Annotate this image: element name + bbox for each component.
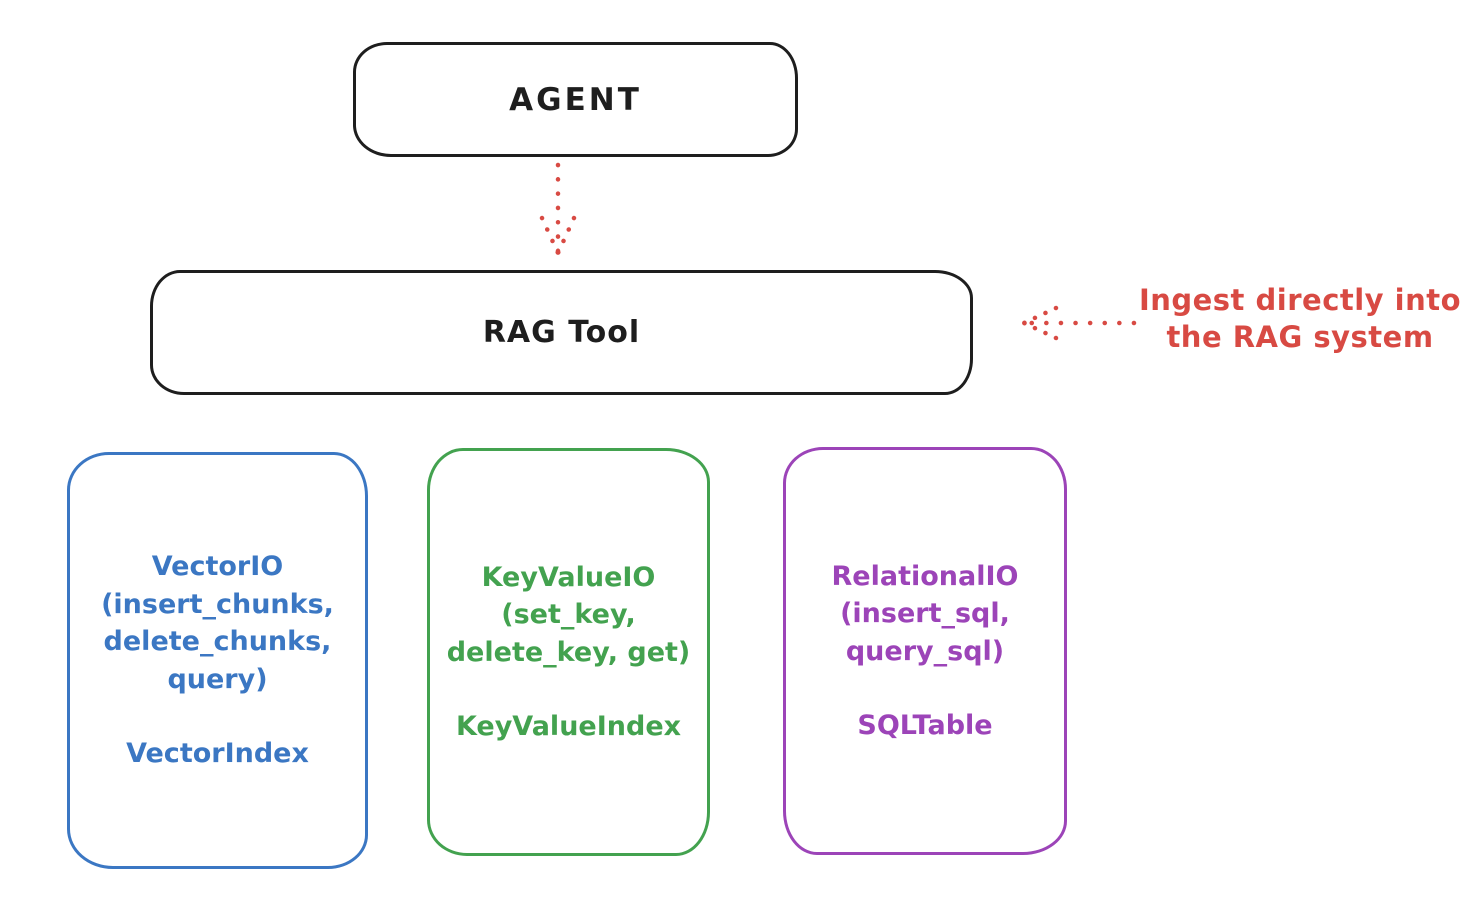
agent-node: AGENT bbox=[353, 42, 798, 157]
keyvalue-io-functions: KeyValueIO (set_key, delete_key, get) bbox=[446, 561, 691, 668]
dotted-arrow-down-icon bbox=[539, 162, 577, 256]
vector-index-label: VectorIndex bbox=[126, 738, 309, 770]
rag-tool-label: RAG Tool bbox=[482, 315, 641, 350]
storage-box-vector-io: VectorIO (insert_chunks, delete_chunks, … bbox=[67, 452, 368, 869]
rag-tool-node: RAG Tool bbox=[150, 270, 973, 395]
storage-box-keyvalue-io: KeyValueIO (set_key, delete_key, get) Ke… bbox=[427, 448, 710, 856]
storage-box-relational-io: RelationalIO (insert_sql, query_sql) SQL… bbox=[783, 447, 1067, 855]
keyvalue-index-label: KeyValueIndex bbox=[455, 711, 682, 742]
ingest-annotation: Ingest directly into the RAG system bbox=[1138, 283, 1462, 354]
vector-io-functions: VectorIO (insert_chunks, delete_chunks, … bbox=[101, 551, 334, 695]
agent-label: AGENT bbox=[509, 81, 642, 118]
sql-table-label: SQLTable bbox=[857, 710, 993, 741]
dotted-arrow-left-icon bbox=[1021, 305, 1137, 341]
relational-io-functions: RelationalIO (insert_sql, query_sql) bbox=[831, 560, 1019, 667]
